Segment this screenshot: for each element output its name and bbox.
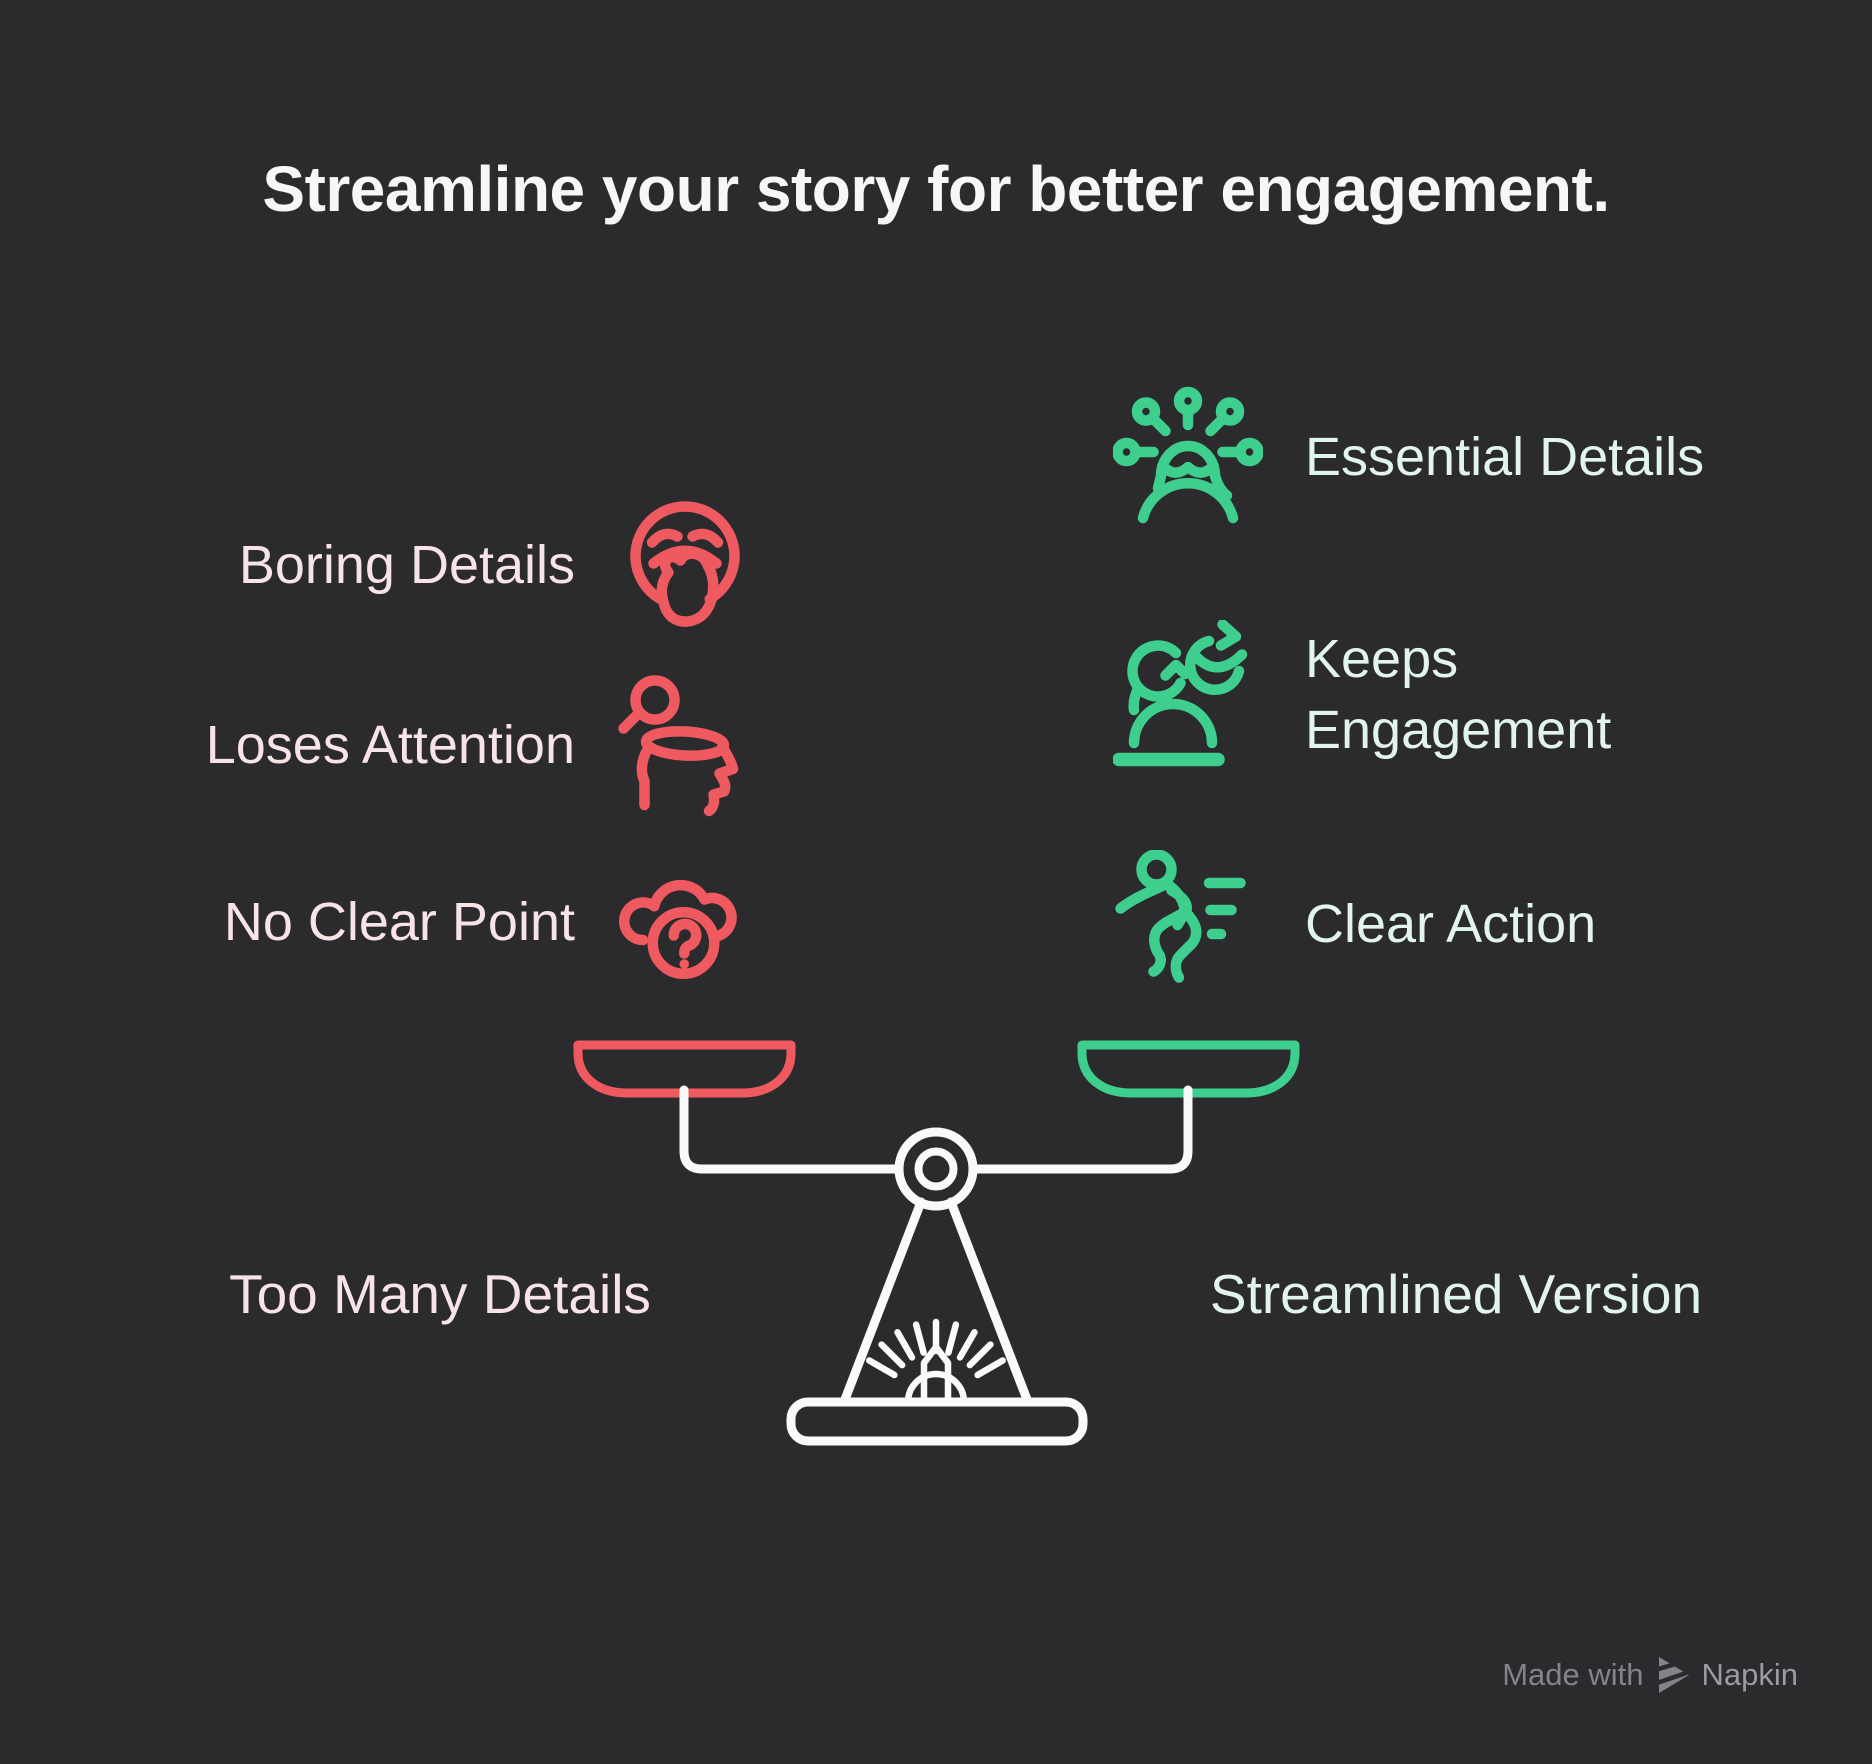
negative-item-no-clear-point: No Clear Point: [120, 847, 760, 997]
positive-item-clear-action: Clear Action: [1113, 850, 1596, 1000]
distracted-mind-icon: [610, 670, 760, 820]
positive-item-keeps-engagement: Keeps Engagement: [1113, 620, 1655, 770]
positive-item-essential-details: Essential Details: [1113, 383, 1704, 533]
negative-item-label: No Clear Point: [223, 891, 575, 952]
gauge-ticks-icon: [866, 1318, 1006, 1379]
napkin-logo-icon: [1654, 1657, 1690, 1693]
positive-item-label: Essential Details: [1305, 427, 1705, 488]
yawning-face-icon: [610, 490, 760, 640]
engagement-cycle-icon: [1113, 620, 1263, 770]
gauge-hub-icon: [904, 1370, 968, 1406]
focused-mind-icon: [1113, 383, 1263, 533]
gauge-needle-icon: [920, 1343, 952, 1405]
question-cloud-icon: [610, 847, 760, 997]
negative-item-boring-details: Boring Details: [120, 490, 760, 640]
running-person-icon: [1113, 850, 1263, 1000]
watermark: Made with Napkin: [1502, 1655, 1798, 1695]
watermark-prefix: Made with: [1502, 1657, 1644, 1692]
negative-item-label: Loses Attention: [205, 714, 575, 775]
page-title: Streamline your story for better engagem…: [262, 153, 1610, 225]
balance-scale-icon: [573, 1040, 1300, 1446]
negative-pan-label: Too Many Details: [229, 1263, 651, 1325]
positive-item-label: Clear Action: [1305, 894, 1597, 955]
negative-pan-icon: [573, 1040, 796, 1098]
watermark-brand: Napkin: [1701, 1657, 1799, 1692]
negative-item-label: Boring Details: [238, 534, 575, 595]
positive-item-label: Keeps Engagement: [1305, 628, 1612, 760]
negative-item-loses-attention: Loses Attention: [120, 670, 760, 820]
positive-pan-icon: [1077, 1040, 1300, 1098]
positive-pan-label: Streamlined Version: [1209, 1263, 1703, 1325]
